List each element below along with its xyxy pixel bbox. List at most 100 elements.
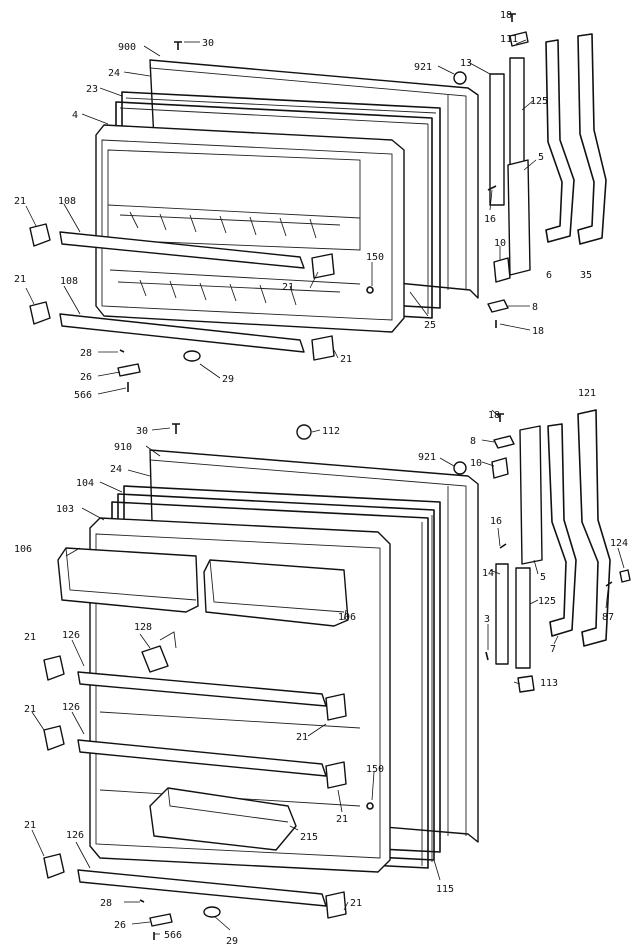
handle-7	[547, 423, 577, 637]
label-910: 910	[114, 442, 132, 453]
hinge-pin-112	[296, 424, 312, 440]
label-900: 900	[118, 42, 136, 53]
label-26-lower: 26	[114, 920, 126, 931]
label-21-lower-1: 21	[24, 632, 36, 643]
shelf-end-cap-21-right-bottom	[311, 335, 335, 361]
handle-121	[577, 409, 611, 647]
label-21-lower-3: 21	[296, 732, 308, 743]
screw-87	[605, 581, 613, 587]
label-215: 215	[300, 832, 318, 843]
gasket-plug-921-lower	[453, 461, 467, 475]
label-18-upper-bottom: 18	[532, 326, 544, 337]
label-25: 25	[424, 320, 436, 331]
label-125-upper: 125	[530, 96, 548, 107]
label-21-lower-6: 21	[350, 898, 362, 909]
label-26-upper: 26	[80, 372, 92, 383]
shelf-end-cap-21-left-bottom	[29, 301, 51, 325]
label-108-upper-2: 108	[60, 276, 78, 287]
label-18-upper-top: 18	[500, 10, 512, 21]
label-87: 87	[602, 612, 614, 623]
clip-111	[509, 31, 529, 47]
bracket-8-upper	[487, 299, 509, 313]
handle-trim-13	[489, 73, 505, 206]
shim-26-lower	[149, 913, 173, 927]
spacer-10-lower	[491, 457, 509, 479]
screw-18-upper-top	[508, 13, 516, 22]
door-shelf-bar-126-middle	[77, 739, 327, 777]
label-10-upper: 10	[494, 238, 506, 249]
label-5-upper: 5	[538, 152, 544, 163]
shelf-end-cap-21-lower-right-3	[325, 891, 347, 919]
label-35: 35	[580, 270, 592, 281]
shelf-end-cap-21-lower-left-2	[43, 725, 65, 751]
dairy-bin-106-left	[57, 547, 199, 613]
label-21-upper-2: 21	[282, 282, 294, 293]
label-8-upper: 8	[532, 302, 538, 313]
label-16-upper: 16	[484, 214, 496, 225]
label-113: 113	[540, 678, 558, 689]
label-566-lower: 566	[164, 930, 182, 941]
leader-lines	[25, 39, 625, 935]
label-23: 23	[86, 84, 98, 95]
handle-trim-14	[495, 563, 509, 665]
inner-door-liner-4	[95, 124, 405, 333]
label-4: 4	[72, 110, 78, 121]
door-shelf-bar-108-bottom	[59, 313, 305, 353]
label-150-upper: 150	[366, 252, 384, 263]
label-126-lower-2: 126	[62, 702, 80, 713]
label-28-lower: 28	[100, 898, 112, 909]
label-30-upper: 30	[202, 38, 214, 49]
label-21-upper-1: 21	[14, 196, 26, 207]
label-566-upper: 566	[74, 390, 92, 401]
label-18-lower: 18	[488, 410, 500, 421]
part-labels: 18 111 900 30 921 13 24 23 4 125 5 16 21…	[14, 10, 628, 947]
shelf-end-cap-21-lower-right-2	[325, 761, 347, 789]
label-921-upper: 921	[414, 62, 432, 73]
spacer-10-upper	[493, 257, 511, 283]
door-shelf-bar-126-bottom	[77, 869, 327, 907]
label-16-lower: 16	[490, 516, 502, 527]
stop-150-lower	[366, 802, 374, 810]
cap-124	[619, 569, 631, 583]
label-10-lower: 10	[470, 458, 482, 469]
stop-29-lower	[203, 906, 221, 918]
label-21-upper-4: 21	[340, 354, 352, 365]
handle-6	[545, 39, 575, 243]
handle-bracket-5-upper	[507, 159, 531, 276]
label-24-lower: 24	[110, 464, 122, 475]
label-3: 3	[484, 614, 490, 625]
screw-16-lower	[499, 543, 507, 549]
label-21-lower-2: 21	[24, 704, 36, 715]
stop-150-upper	[366, 286, 374, 294]
label-150-lower: 150	[366, 764, 384, 775]
hinge-cover-125-lower	[515, 567, 531, 669]
handle-bracket-5-lower	[519, 425, 543, 565]
screw-3	[485, 651, 489, 661]
label-126-lower-1: 126	[62, 630, 80, 641]
plug-113	[517, 675, 535, 693]
label-121: 121	[578, 388, 596, 399]
shim-26-upper	[117, 363, 141, 377]
gasket-plug-921-upper	[453, 71, 467, 85]
screw-16-upper	[487, 185, 497, 191]
label-29-upper: 29	[222, 374, 234, 385]
label-921-lower: 921	[418, 452, 436, 463]
label-126-lower-3: 126	[66, 830, 84, 841]
upper-door-assembly	[29, 13, 607, 392]
label-7: 7	[550, 644, 556, 655]
screw-30-upper	[174, 41, 182, 50]
label-112: 112	[322, 426, 340, 437]
label-28-upper: 28	[80, 348, 92, 359]
label-21-lower-5: 21	[24, 820, 36, 831]
shelf-end-cap-21-lower-left-1	[43, 655, 65, 681]
bracket-128	[141, 645, 169, 673]
label-24-upper: 24	[108, 68, 120, 79]
label-8-lower: 8	[470, 436, 476, 447]
pin-28-upper	[119, 349, 125, 353]
shelf-end-cap-21-lower-left-3	[43, 853, 65, 879]
label-21-upper-3: 21	[14, 274, 26, 285]
label-124: 124	[610, 538, 628, 549]
label-111: 111	[500, 34, 518, 45]
door-shelf-bar-126-top	[77, 671, 327, 707]
